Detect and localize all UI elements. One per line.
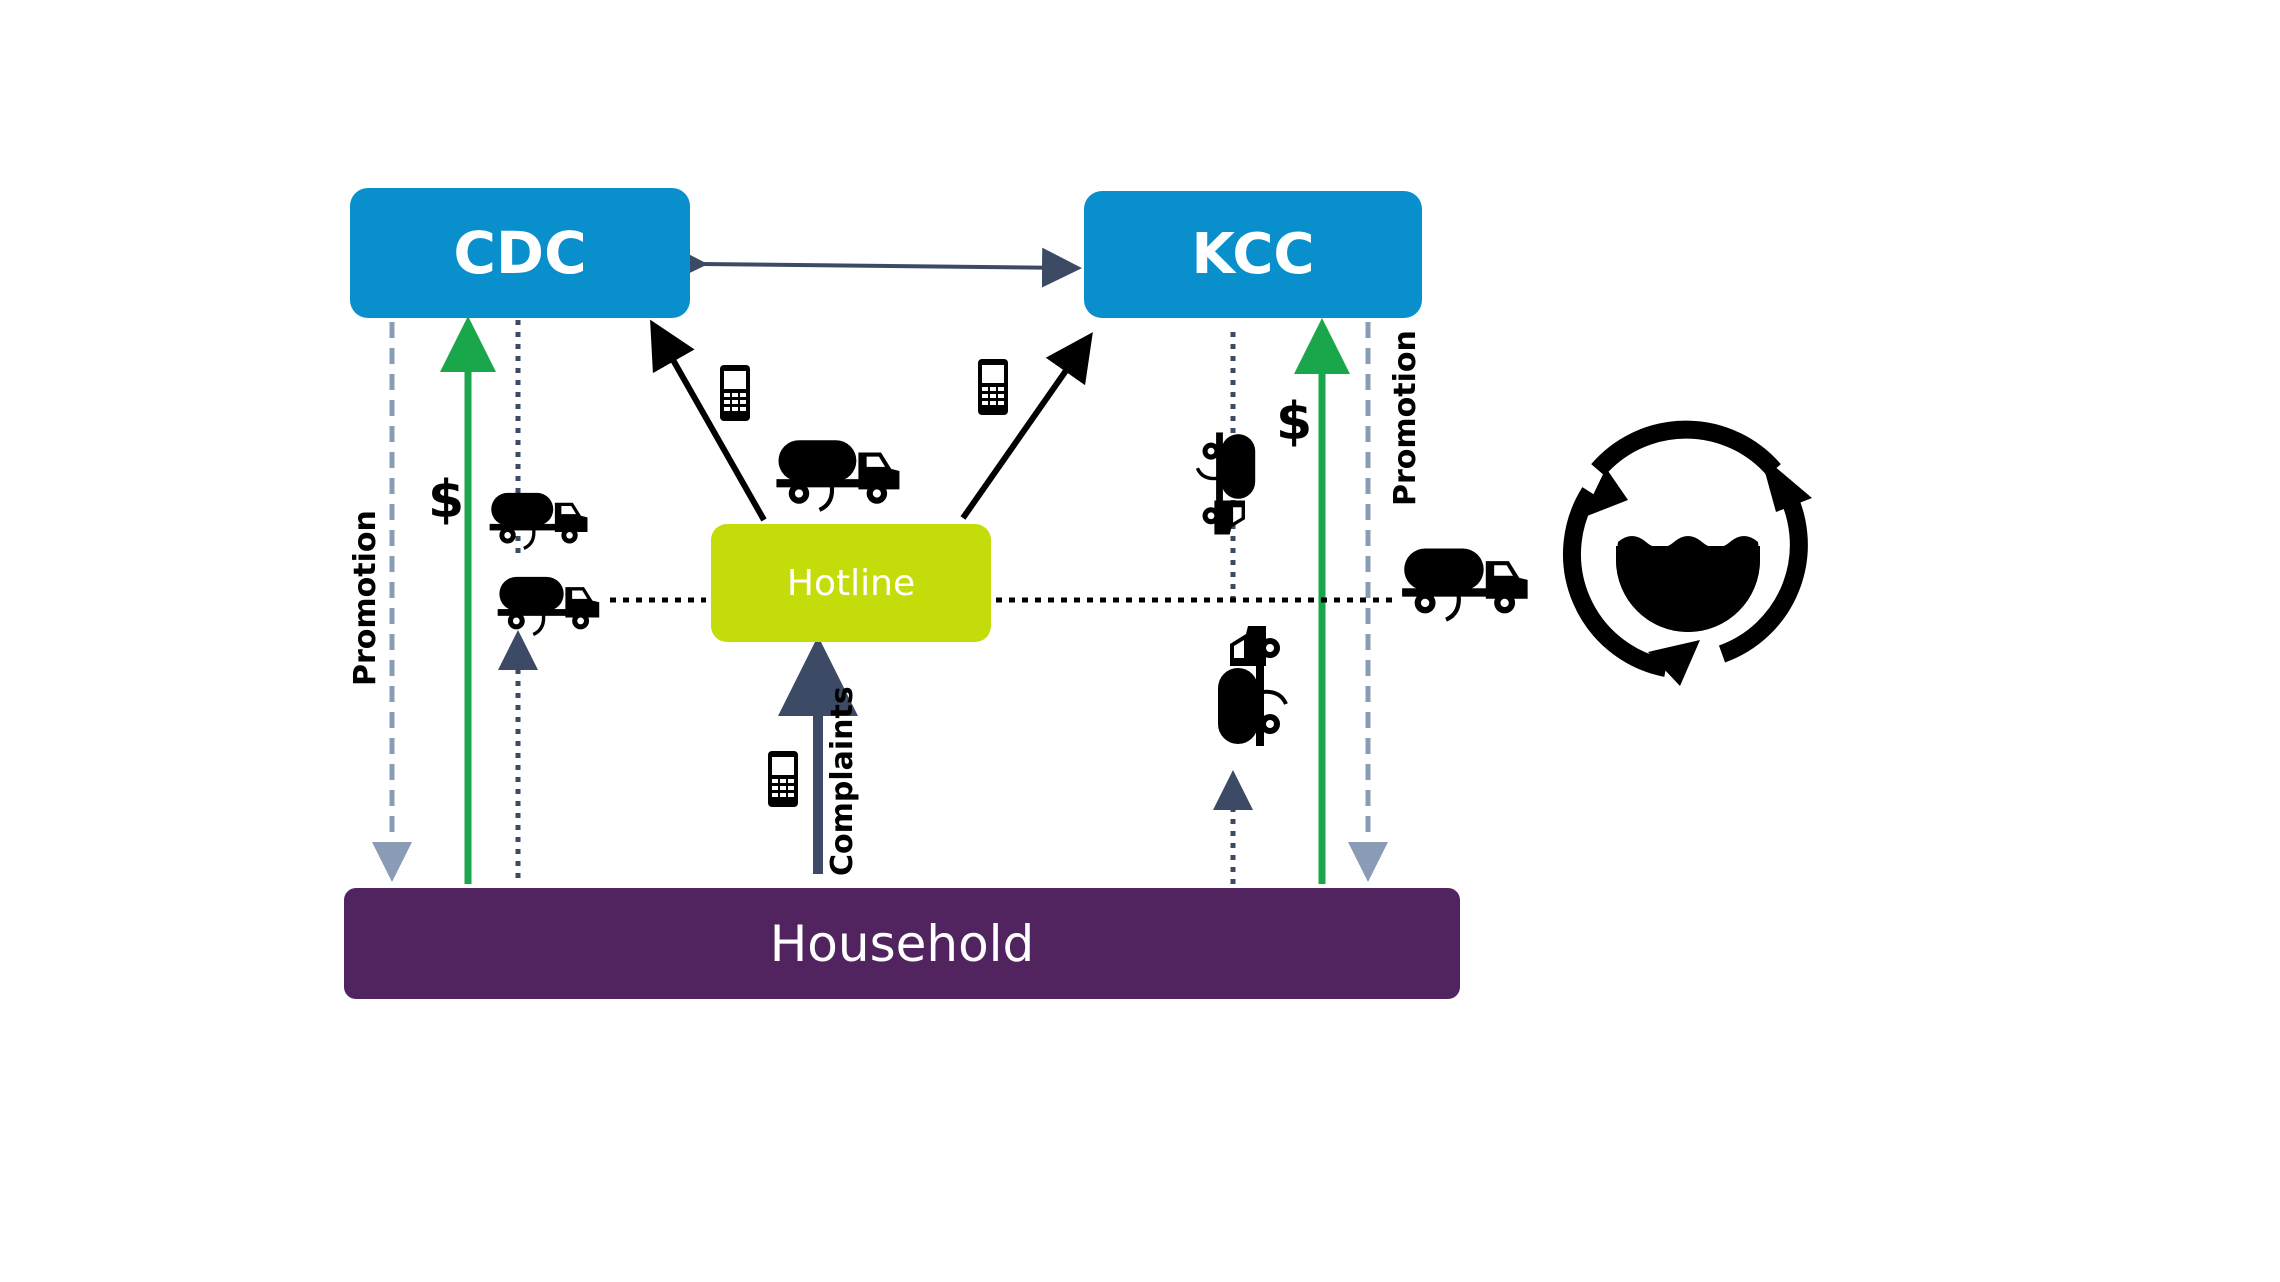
tanker-truck-icon xyxy=(1195,430,1257,537)
cdc-kcc-arrow xyxy=(667,243,1082,288)
phone-icon xyxy=(720,365,750,421)
dollar-left-label: $ xyxy=(428,470,465,530)
household-label: Household xyxy=(769,914,1035,973)
cdc-label: CDC xyxy=(453,219,587,287)
water-cycle-icon xyxy=(1563,420,1812,686)
tanker-truck-icon xyxy=(488,491,590,551)
kcc-label: KCC xyxy=(1191,222,1315,287)
complaints-label: Complaints xyxy=(825,686,860,876)
hotline-box: Hotline xyxy=(711,524,991,642)
tanker-truck-icon xyxy=(496,575,601,637)
phone-icon xyxy=(978,359,1008,415)
hotline-label: Hotline xyxy=(786,562,916,604)
promotion-right-label: Promotion xyxy=(1388,330,1423,506)
household-box: Household xyxy=(344,888,1460,999)
promotion-left-label: Promotion xyxy=(348,510,383,686)
tanker-truck-icon xyxy=(1402,549,1528,620)
cdc-box: CDC xyxy=(350,188,690,318)
hotline-to-kcc-arrow xyxy=(960,332,1093,520)
kcc-box: KCC xyxy=(1084,191,1422,318)
dollar-right-label: $ xyxy=(1276,392,1313,452)
tanker-truck-icon xyxy=(776,440,899,510)
phone-icon xyxy=(768,751,798,807)
tanker-truck-icon xyxy=(1218,626,1286,746)
hotline-to-cdc-arrow xyxy=(650,319,767,522)
